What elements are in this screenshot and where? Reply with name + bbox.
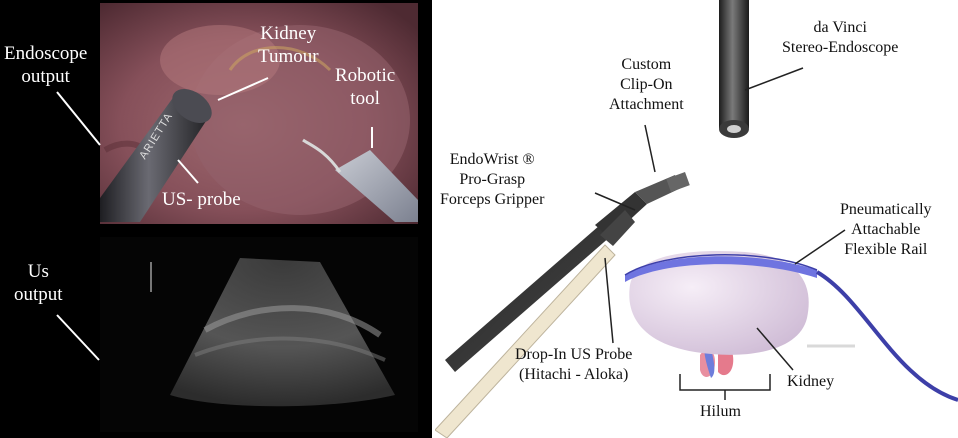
endowrist-label-line1: EndoWrist ®	[440, 150, 544, 170]
us-output-label: Us output	[14, 260, 63, 306]
clip-on-label: Custom Clip-On Attachment	[609, 55, 684, 115]
us-probe-label-right-line2: (Hitachi - Aloka)	[515, 365, 632, 385]
davinci-label-line1: da Vinci	[782, 18, 898, 38]
us-probe-label-right-line1: Drop-In US Probe	[515, 345, 632, 365]
right-panel: da Vinci Stereo-Endoscope Custom Clip-On…	[435, 0, 958, 438]
endoscope-output-label: Endoscope output	[4, 42, 87, 88]
us-output-label-line1: Us	[14, 260, 63, 283]
robotic-tool-label: Robotic tool	[335, 64, 395, 110]
us-output-label-line2: output	[14, 283, 63, 306]
endoscope-output-label-line1: Endoscope	[4, 42, 87, 65]
clip-on-label-line3: Attachment	[609, 95, 684, 115]
davinci-label: da Vinci Stereo-Endoscope	[782, 18, 898, 58]
kidney-tumour-label: Kidney Tumour	[258, 22, 319, 68]
clip-on-label-line2: Clip-On	[609, 75, 684, 95]
kidney-tumour-label-line1: Kidney	[258, 22, 319, 45]
rail-label-line3: Flexible Rail	[840, 240, 932, 260]
robotic-tool-label-line1: Robotic	[335, 64, 395, 87]
endoscope-output-label-line2: output	[4, 65, 87, 88]
endowrist-label: EndoWrist ® Pro-Grasp Forceps Gripper	[440, 150, 544, 210]
davinci-label-line2: Stereo-Endoscope	[782, 38, 898, 58]
robotic-tool-label-line2: tool	[335, 87, 395, 110]
hilum-label: Hilum	[700, 402, 741, 422]
us-probe-label: US- probe	[162, 188, 241, 211]
clip-on-label-line1: Custom	[609, 55, 684, 75]
kidney-tumour-label-line2: Tumour	[258, 45, 319, 68]
us-probe-label-right: Drop-In US Probe (Hitachi - Aloka)	[515, 345, 632, 385]
rail-label: Pneumatically Attachable Flexible Rail	[840, 200, 932, 260]
rail-label-line1: Pneumatically	[840, 200, 932, 220]
davinci-endoscope	[719, 0, 749, 138]
endowrist-label-line2: Pro-Grasp	[440, 170, 544, 190]
kidney-label: Kidney	[787, 372, 834, 392]
left-panel: Endoscope output Kidney Tumour Robotic t…	[0, 0, 432, 438]
endowrist-label-line3: Forceps Gripper	[440, 190, 544, 210]
ultrasound-image	[100, 237, 418, 432]
rail-label-line2: Attachable	[840, 220, 932, 240]
